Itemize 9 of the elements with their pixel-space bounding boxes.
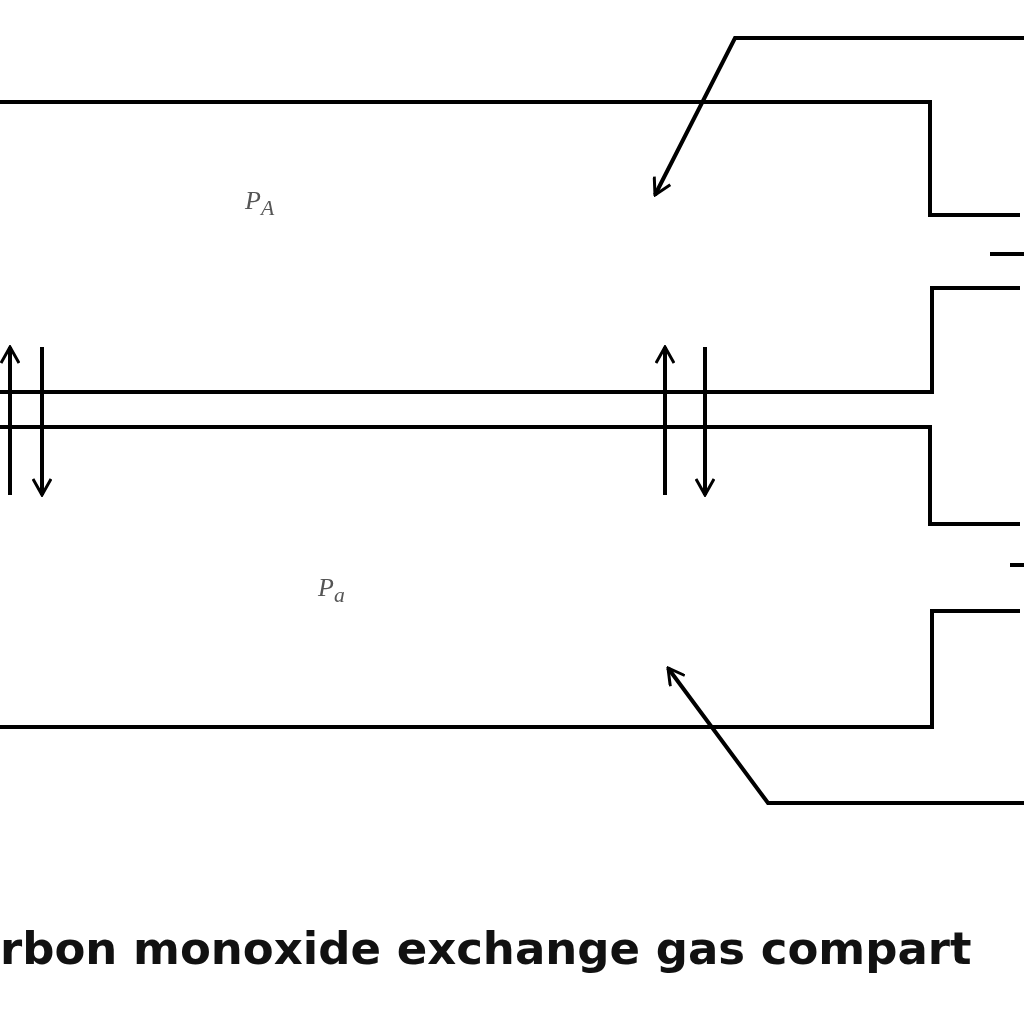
exchange-arrow bbox=[654, 345, 676, 495]
inflow-arrow bbox=[652, 36, 1024, 197]
exchange-arrow bbox=[31, 347, 53, 497]
exchange-arrow bbox=[694, 347, 716, 497]
pressure-label: P$_{A}$ bbox=[245, 186, 275, 222]
caption: rbon monoxide exchange gas compart bbox=[0, 922, 972, 975]
inflow-arrow bbox=[666, 666, 1024, 805]
exchange-arrow bbox=[0, 345, 21, 495]
pressure-label: P$_{a}$ bbox=[318, 573, 345, 609]
